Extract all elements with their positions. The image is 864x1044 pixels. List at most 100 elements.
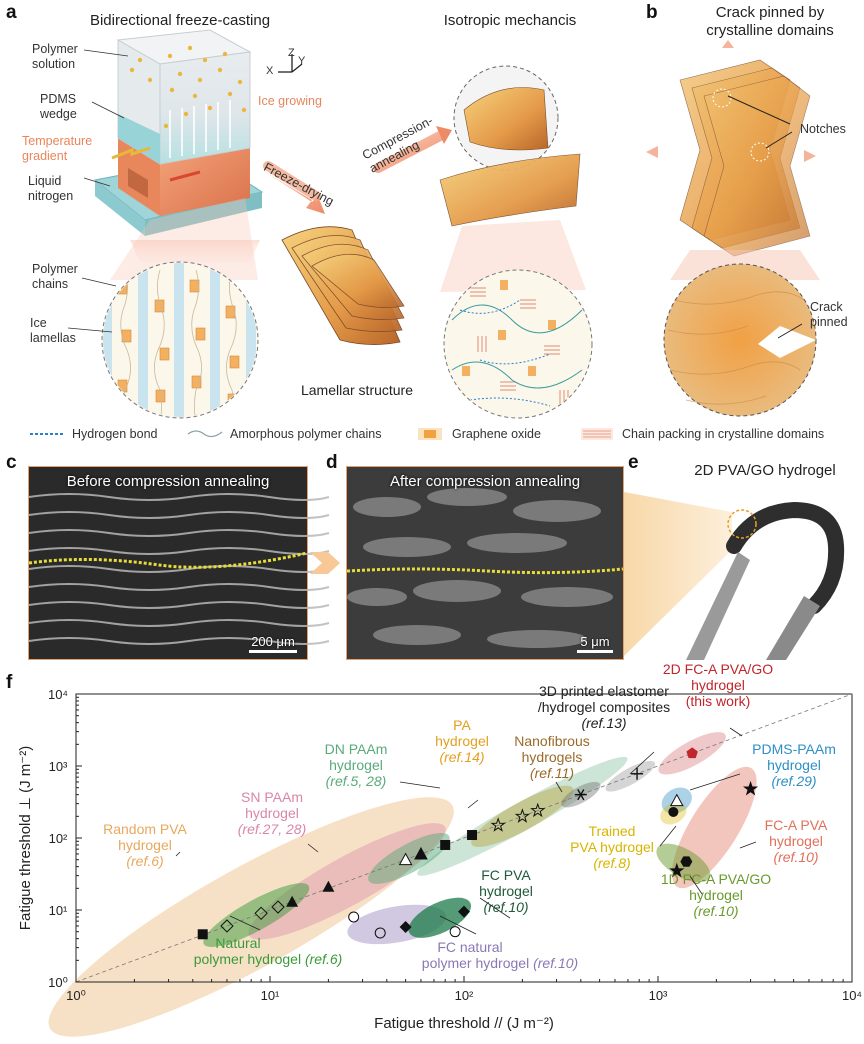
axis-z-label: Z	[288, 47, 295, 59]
marker-group6-0	[348, 911, 360, 923]
diagonal-line	[75, 693, 853, 983]
chain-packing-icon	[581, 428, 613, 440]
marker-group1-1	[254, 906, 268, 921]
crack-pinned-zoom	[663, 263, 817, 417]
group-label-3-0: DN PAAm	[325, 741, 388, 757]
leader-line	[659, 825, 677, 847]
group-label-11-1: PVA hydrogel	[570, 839, 654, 855]
tweezer-right	[766, 596, 820, 660]
polymer-chains-zoom	[101, 261, 259, 419]
group-label-2-0: SN PAAm	[241, 789, 303, 805]
freeze-drying-arrow	[262, 170, 325, 214]
group-label-2-1: hydrogel	[245, 805, 299, 821]
group-label-10-0: PDMS-PAAm	[752, 741, 836, 757]
group-label-1-1: polymer hydrogel (ref.6)	[194, 951, 343, 967]
x-tick-label: 10⁴	[842, 988, 862, 1003]
leader-line	[229, 915, 261, 931]
group-label-13-0: 1D FC-A PVA/GO	[661, 871, 771, 887]
marker-group7-0	[399, 921, 412, 934]
group-label-5-0: Nanofibrous	[514, 733, 590, 749]
marker-group11-0	[668, 806, 679, 817]
y-tick-label: 10³	[49, 759, 68, 774]
axis-indicator	[278, 54, 303, 73]
sem-compressed-pattern	[346, 467, 624, 659]
marker-group6-2	[449, 926, 461, 938]
legend-graphene-oxide: Graphene oxide	[416, 427, 541, 441]
zoom-beam-mid	[440, 220, 586, 292]
panel-letter-c: c	[6, 452, 17, 473]
leader-line	[307, 843, 319, 853]
group-label-4-0: PA	[453, 717, 471, 733]
region-fc-pva	[408, 897, 472, 938]
group-label-3-1: hydrogel	[329, 757, 383, 773]
marker-group0-0	[197, 929, 208, 940]
group-label-6-0: FC natural	[437, 939, 502, 955]
group-label-7-1: hydrogel	[479, 883, 533, 899]
leader-line	[629, 751, 655, 775]
hydrogel-photo	[624, 492, 864, 660]
leader-line	[439, 915, 477, 935]
group-label-0-0: Random PVA	[103, 821, 187, 837]
crystalline-domains-zoom	[443, 269, 593, 419]
amorphous-chain-icon	[187, 430, 223, 438]
zoom-beam-left	[110, 198, 258, 280]
group-label-9-0: 2D FC-A PVA/GO	[663, 661, 773, 677]
legend: Hydrogen bond Amorphous polymer chains G…	[0, 424, 864, 446]
panel-a-illustration	[67, 29, 593, 419]
hydrogel-strip	[726, 501, 845, 614]
group-ref-8: (ref.13)	[581, 715, 626, 731]
group-label-13-1: hydrogel	[689, 887, 743, 903]
y-tick-label: 10¹	[49, 903, 68, 918]
marker-group5-1	[514, 808, 531, 823]
marker-group6-1	[374, 927, 386, 939]
graphene-oxide-icon	[418, 428, 442, 440]
legend-amorphous: Amorphous polymer chains	[187, 427, 381, 441]
transition-arrow-icon	[310, 552, 340, 574]
group-label-6-1: polymer hydrogel (ref.10)	[422, 955, 578, 971]
group-ref-1: (ref.6)	[305, 951, 342, 967]
leader-line	[689, 875, 703, 895]
group-label-9-1: hydrogel	[691, 677, 745, 693]
marker-group8-0	[574, 789, 587, 801]
scale-bar-200um: 200 μm	[249, 634, 297, 653]
panel-letter-b: b	[646, 2, 658, 23]
marker-group2-1	[322, 880, 335, 892]
marker-group12-0	[742, 780, 759, 796]
y-tick-label: 10²	[49, 831, 68, 846]
group-label-1-0: Natural	[215, 935, 260, 951]
group-label-11-0: Trained	[589, 823, 636, 839]
panel-e-title: 2D PVA/GO hydrogel	[694, 462, 836, 479]
leader-line	[729, 727, 743, 737]
y-tick-label: 10⁰	[48, 975, 68, 990]
marker-group5-0	[490, 817, 506, 832]
lamellar-structure-label: Lamellar structure	[300, 382, 414, 398]
panel-letter-f: f	[6, 672, 13, 693]
group-ref-5: (ref.11)	[530, 765, 574, 781]
sem-lamellae-pattern	[28, 467, 330, 659]
marker-group4-0	[440, 839, 451, 850]
leader-line	[555, 781, 563, 793]
group-ref-10: (ref.29)	[771, 773, 816, 789]
leader-line	[399, 781, 441, 789]
region-dn-paam	[368, 833, 450, 884]
panel-a-mid-title: Isotropic mechancis	[443, 12, 577, 29]
legend-hydrogen-bond: Hydrogen bond	[30, 427, 157, 441]
marker-group1-0	[220, 919, 234, 933]
leader-line	[479, 897, 511, 919]
polymer-solution-cube	[116, 29, 252, 165]
marker-group8-1	[631, 767, 644, 780]
group-label-4-1: hydrogel	[435, 733, 489, 749]
x-tick-label: 10²	[455, 988, 474, 1003]
group-ref-4: (ref.14)	[439, 749, 484, 765]
panel-b-illustration	[646, 40, 820, 417]
marker-group1-2	[271, 900, 285, 914]
x-tick-label: 10⁰	[66, 988, 86, 1003]
group-ref-2: (ref.27, 28)	[238, 821, 306, 837]
leader-line	[467, 799, 479, 809]
group-ref-11: (ref.8)	[593, 855, 630, 871]
leader-line	[175, 851, 181, 857]
hydrogen-bond-icon	[30, 433, 64, 435]
